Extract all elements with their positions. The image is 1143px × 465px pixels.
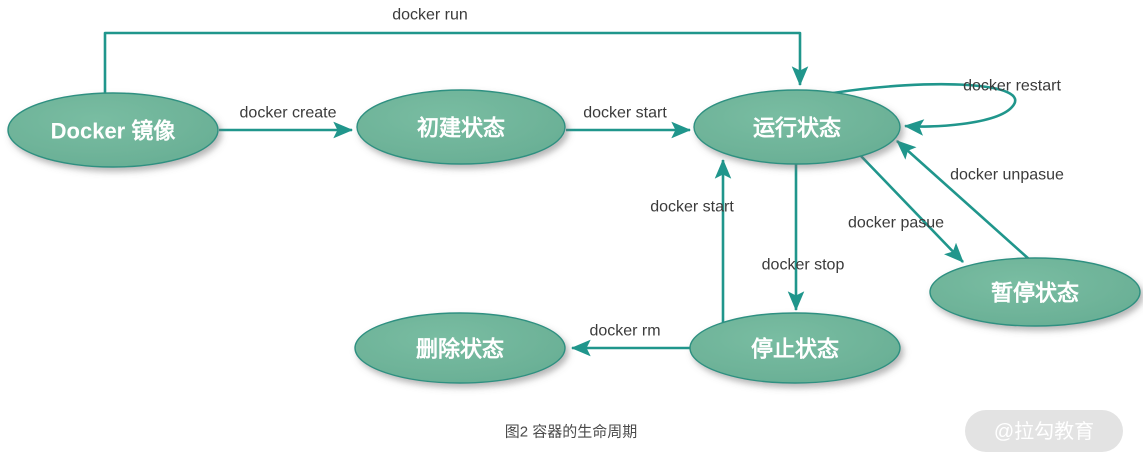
- node-stopped-state[interactable]: 停止状态: [689, 312, 901, 384]
- node-ellipse-created-state[interactable]: [356, 89, 566, 165]
- node-label-removed-state: 删除状态: [416, 337, 504, 362]
- edge-label-docker-run: docker run: [392, 7, 468, 24]
- edges-layer: [103, 31, 1031, 357]
- edge-label-docker-rm: docker rm: [589, 323, 660, 340]
- node-docker-image[interactable]: Docker 镜像: [7, 92, 219, 168]
- edge-label-docker-pause: docker pasue: [848, 215, 944, 232]
- node-label-paused-state: 暂停状态: [991, 281, 1079, 306]
- node-ellipse-running-state[interactable]: [693, 89, 901, 165]
- node-ellipse-docker-image[interactable]: [7, 92, 219, 168]
- edge-label-docker-start-created: docker start: [583, 105, 667, 122]
- edge-docker-pause: [859, 154, 964, 263]
- node-paused-state[interactable]: 暂停状态: [929, 257, 1141, 327]
- edge-docker-restart: [832, 82, 1017, 136]
- node-removed-state[interactable]: 删除状态: [354, 312, 566, 384]
- node-label-running-state: 运行状态: [753, 116, 841, 141]
- edge-label-docker-create: docker create: [240, 105, 337, 122]
- node-created-state[interactable]: 初建状态: [356, 89, 566, 165]
- node-ellipse-removed-state[interactable]: [354, 312, 566, 384]
- node-running-state[interactable]: 运行状态: [693, 89, 901, 165]
- edge-label-docker-stop: docker stop: [762, 257, 845, 274]
- node-label-stopped-state: 停止状态: [751, 337, 839, 362]
- node-label-created-state: 初建状态: [417, 116, 505, 141]
- edge-docker-unpause: [896, 140, 1031, 261]
- node-label-docker-image: Docker 镜像: [51, 119, 177, 144]
- edge-label-docker-start-stopped: docker start: [650, 199, 734, 216]
- edge-docker-run: [103, 31, 809, 95]
- edge-labels-layer: docker run docker create docker start do…: [240, 7, 1065, 340]
- figure-caption: 图2 容器的生命周期: [505, 423, 638, 441]
- node-ellipse-paused-state[interactable]: [929, 257, 1141, 327]
- nodes-layer: Docker 镜像 初建状态 运行状态 暂停状态 停止状态 删除状态: [7, 89, 1141, 384]
- node-ellipse-stopped-state[interactable]: [689, 312, 901, 384]
- watermark: @拉勾教育: [965, 410, 1123, 452]
- edge-label-docker-restart: docker restart: [963, 78, 1061, 95]
- edge-label-docker-unpause: docker unpasue: [950, 167, 1064, 184]
- watermark-pill: [965, 410, 1123, 452]
- watermark-label: @拉勾教育: [994, 420, 1094, 443]
